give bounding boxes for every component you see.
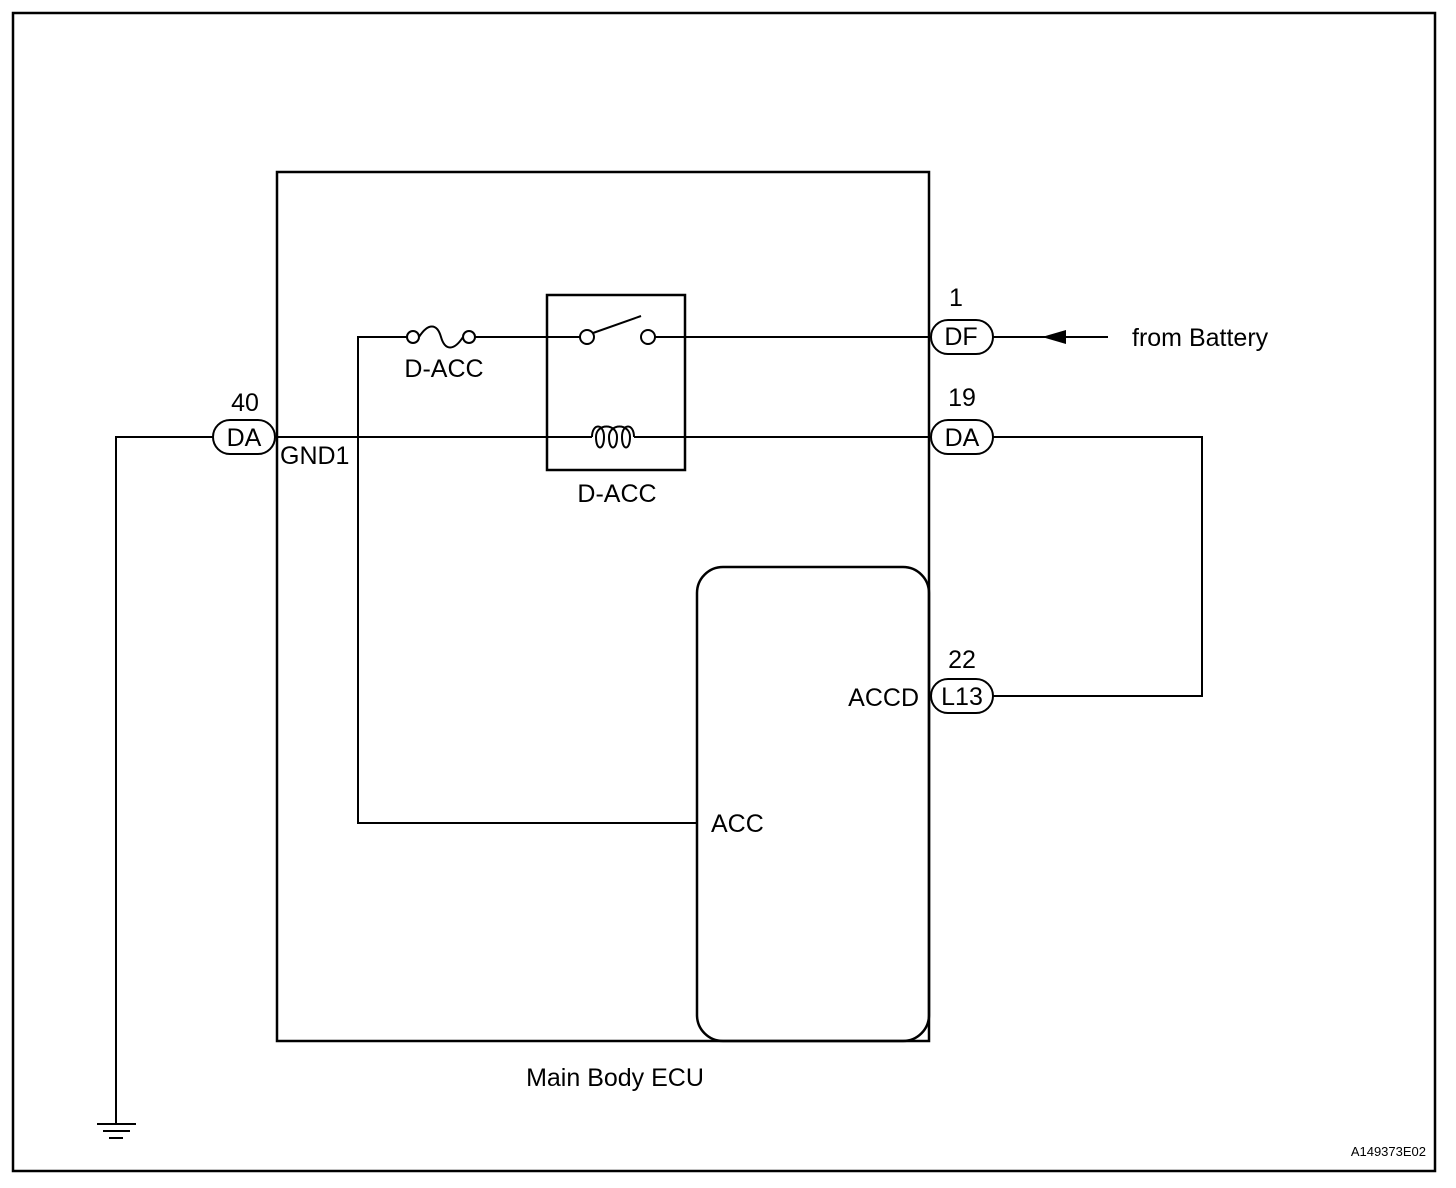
fuse-label: D-ACC	[404, 355, 483, 383]
connector-da-19-pin: 19	[948, 384, 976, 412]
accd-pin-label: ACCD	[848, 684, 919, 712]
connector-da-40-pin: 40	[231, 389, 259, 417]
relay-coil-icon	[591, 425, 635, 449]
relay-box	[545, 293, 687, 472]
acc-pin-label: ACC	[711, 810, 764, 838]
relay-switch-icon	[579, 315, 656, 345]
connector-da-19-code: DA	[945, 424, 980, 452]
relay-label: D-ACC	[577, 480, 656, 508]
gnd-pin-label: GND1	[280, 442, 349, 470]
main-body-ecu-box	[275, 170, 931, 1043]
connector-da-40-code: DA	[227, 424, 262, 452]
connector-l13-pin: 22	[948, 646, 976, 674]
figure-code: A149373E02	[1351, 1144, 1426, 1159]
connector-df-code: DF	[944, 323, 977, 351]
ecu-inner-module	[695, 565, 931, 1043]
connector-da-19: 19 DA	[930, 384, 994, 455]
connector-da-40: 40 DA	[212, 389, 276, 455]
connector-l13: 22 L13	[930, 646, 994, 714]
ecu-label: Main Body ECU	[526, 1064, 704, 1092]
ground-icon	[97, 1123, 136, 1139]
connector-df-pin: 1	[949, 284, 963, 312]
outer-frame	[11, 11, 1437, 1173]
wires	[115, 336, 1203, 1124]
wire-da19-to-l13	[993, 436, 1203, 697]
battery-arrow-icon	[1042, 330, 1066, 344]
connector-df: 1 DF	[930, 284, 994, 355]
wire-acc-trunk	[357, 336, 698, 824]
connector-l13-code: L13	[941, 683, 983, 711]
fuse-icon	[406, 325, 476, 349]
wire-ground	[115, 436, 213, 1124]
battery-label: from Battery	[1132, 324, 1269, 352]
